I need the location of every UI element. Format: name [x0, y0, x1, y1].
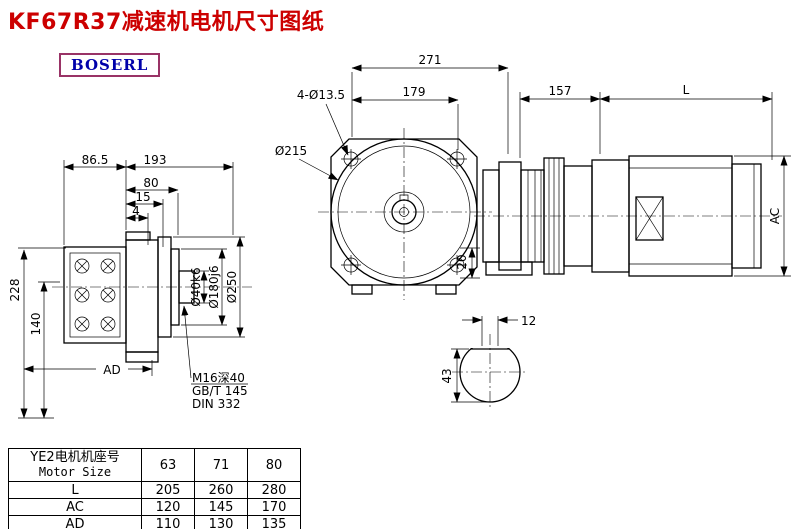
row-label-AC: AC: [8, 498, 142, 516]
dim-L: L: [683, 83, 690, 97]
value-cell: 260: [194, 481, 248, 499]
flange-square: [330, 138, 478, 286]
mounting-holes: [341, 149, 467, 275]
keyway: [399, 194, 409, 201]
flange-circle: [330, 138, 478, 286]
gearbox-housing: [125, 239, 159, 353]
value-cell: 130: [194, 515, 248, 529]
dim-ad: AD: [103, 363, 120, 377]
dim-271: 271: [419, 53, 442, 67]
motor-size-header-cn: YE2电机机座号: [30, 450, 120, 465]
dim-140: 140: [29, 313, 43, 336]
key-section: [635, 196, 664, 241]
shaft-section-view: 12 43: [440, 314, 536, 410]
shaft-bore: [391, 199, 417, 225]
dim-179: 179: [403, 85, 426, 99]
mounting-foot: [485, 261, 533, 276]
cover-plate: [63, 246, 127, 344]
dim-AC: AC: [768, 208, 782, 224]
callout-holes: 4-Ø13.5: [297, 88, 345, 102]
dim-86-5: 86.5: [82, 153, 109, 167]
output-shaft: [178, 270, 195, 304]
dim-12: 12: [521, 314, 536, 328]
dim-4: 4: [132, 204, 140, 218]
dim-193: 193: [144, 153, 167, 167]
value-cell: 205: [141, 481, 195, 499]
size-71: 71: [194, 448, 248, 482]
row-label-L: L: [8, 481, 142, 499]
value-cell: 120: [141, 498, 195, 516]
dim-shaft-dia: Ø40k6: [189, 267, 203, 306]
value-cell: 145: [194, 498, 248, 516]
dim-228: 228: [8, 279, 22, 302]
row-label-AD: AD: [8, 515, 142, 529]
dim-80: 80: [143, 176, 158, 190]
value-cell: 135: [247, 515, 301, 529]
size-80: 80: [247, 448, 301, 482]
bolt-pattern: [74, 258, 116, 332]
note-tap: M16深40: [192, 371, 245, 385]
front-view: 86.5 193 80 15 4 228 140 AD Ø4: [8, 153, 252, 419]
value-cell: 170: [247, 498, 301, 516]
dim-215: Ø215: [275, 144, 307, 158]
value-cell: 280: [247, 481, 301, 499]
boserl-logo: BOSERL: [59, 53, 161, 77]
dim-flange-dia: Ø250: [225, 271, 239, 303]
fan-cowl: [731, 163, 762, 269]
dim-20: 20: [455, 254, 469, 269]
page-title: KF67R37减速机电机尺寸图纸: [8, 10, 325, 35]
motor-view: 157 L AC: [474, 83, 791, 277]
note-gbt: GB/T 145: [192, 384, 248, 398]
foot-left: [351, 284, 373, 295]
dim-15: 15: [135, 190, 150, 204]
motor-size-header-en: Motor Size: [38, 465, 112, 479]
dim-43: 43: [440, 368, 454, 383]
dimension-table: YE2电机机座号 Motor Size 63 71 80 L 205 260 2…: [8, 448, 301, 529]
motor-size-header: YE2电机机座号 Motor Size: [8, 448, 142, 482]
foot-right: [435, 284, 457, 295]
value-cell: 110: [141, 515, 195, 529]
dim-157: 157: [549, 84, 572, 98]
table-row-L: L 205 260 280: [8, 481, 301, 499]
table-header-row: YE2电机机座号 Motor Size 63 71 80: [8, 448, 301, 482]
dim-spigot-dia: Ø180j6: [207, 265, 221, 308]
flange-view: 271 179 4-Ø13.5 Ø215 20: [275, 53, 509, 300]
size-63: 63: [141, 448, 195, 482]
table-row-AD: AD 110 130 135: [8, 515, 301, 529]
table-row-AC: AC 120 145 170: [8, 498, 301, 516]
note-din: DIN 332: [192, 397, 240, 411]
